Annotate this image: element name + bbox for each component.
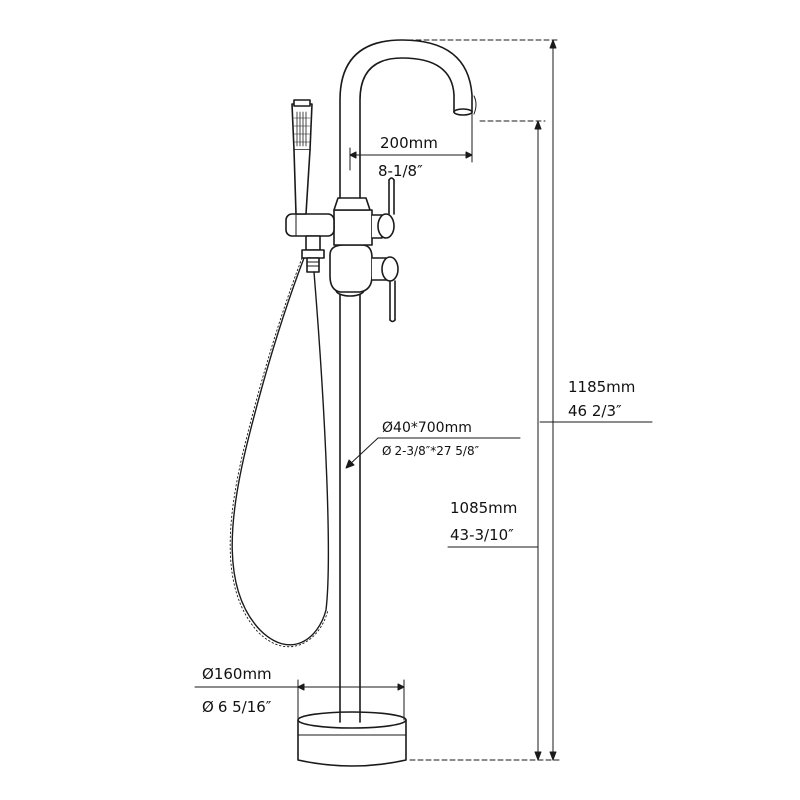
base-metric-value: 160mm <box>214 665 272 683</box>
base-metric-label: Ø160mm <box>202 665 272 683</box>
hand-shower-head <box>291 99 313 215</box>
diameter-symbol: Ø <box>382 444 391 458</box>
spout-height-metric-label: 1085mm <box>450 499 517 517</box>
lower-valve-body <box>329 244 399 323</box>
pipe-metric-label: Ø40*700mm <box>382 420 472 436</box>
base-imperial-value: 6 5/16″ <box>218 698 272 716</box>
total-height-metric-label: 1185mm <box>568 378 635 396</box>
hand-shower-bracket <box>285 213 335 273</box>
diameter-symbol: Ø <box>202 665 214 683</box>
riser-pipe <box>335 283 365 723</box>
base-plate <box>297 711 407 767</box>
pipe-metric-value: 40*700mm <box>393 420 472 436</box>
diameter-symbol: Ø <box>202 698 214 716</box>
reach-metric-label: 200mm <box>380 134 438 152</box>
total-height-imperial-label: 46 2/3″ <box>568 402 622 420</box>
reach-imperial-label: 8-1/8″ <box>378 162 423 180</box>
dimension-lines <box>194 39 653 761</box>
pipe-imperial-value: 2-3/8″*27 5/8″ <box>394 444 479 458</box>
shower-hose <box>229 257 330 648</box>
upper-valve-body <box>333 177 395 246</box>
diameter-symbol: Ø <box>382 420 393 436</box>
spout-height-imperial-label: 43-3/10″ <box>450 526 514 544</box>
